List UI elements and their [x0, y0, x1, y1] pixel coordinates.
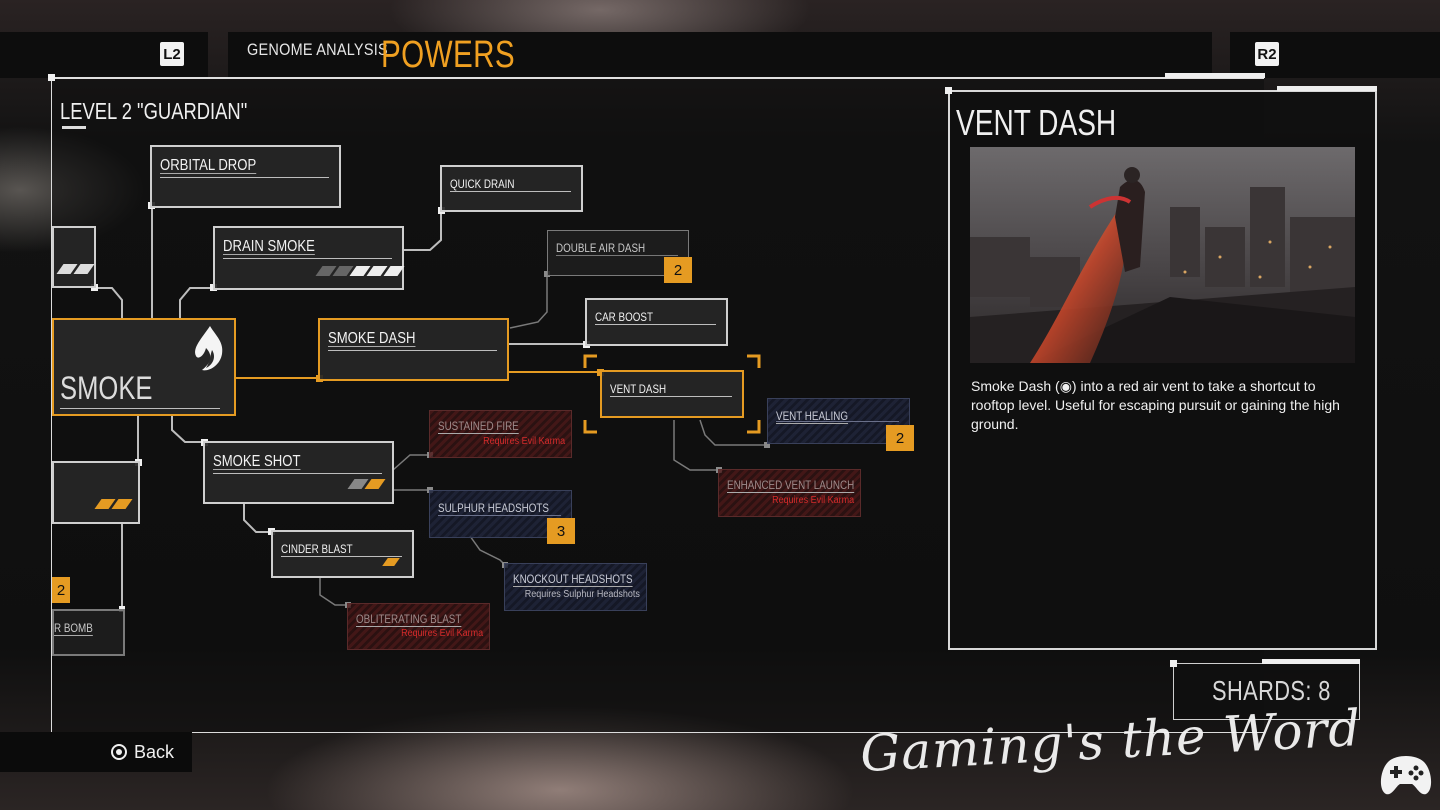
- progress-stripes: [56, 264, 95, 274]
- node-underline: [556, 255, 678, 256]
- bottom-bar: [0, 732, 192, 772]
- cost-badge-double-air-dash: 2: [664, 257, 692, 283]
- power-preview-image: [970, 147, 1355, 363]
- partial-cost-badge: 2: [52, 577, 70, 603]
- shards-label: SHARDS: 8: [1212, 675, 1331, 706]
- smoke-flame-icon: [195, 326, 223, 371]
- node-label: ORBITAL DROP: [160, 157, 257, 174]
- node-label: SULPHUR HEADSHOTS: [438, 501, 549, 515]
- node-underline: [438, 515, 561, 516]
- node-underline: [776, 421, 899, 422]
- node-cinder-blast[interactable]: CINDER BLAST: [271, 530, 414, 578]
- partial-node-bomb[interactable]: R BOMB: [52, 609, 125, 656]
- node-label: CAR BOOST: [595, 310, 653, 324]
- node-vent-dash[interactable]: VENT DASH: [600, 370, 744, 418]
- progress-stripes: [315, 266, 405, 276]
- progress-stripes: [382, 558, 400, 568]
- node-orbital-drop[interactable]: ORBITAL DROP: [150, 145, 341, 208]
- panel-corner: [945, 87, 952, 94]
- smoke-core-label: SMOKE: [60, 370, 153, 406]
- gamepad-icon: [1380, 756, 1432, 795]
- top-bar-tabs: [228, 32, 1212, 78]
- requirement-text: Requires Evil Karma: [400, 628, 483, 639]
- shards-tab-accent: [1262, 659, 1360, 664]
- node-drain-smoke[interactable]: DRAIN SMOKE: [213, 226, 405, 290]
- node-label: SMOKE DASH: [328, 330, 416, 347]
- smoke-core-node[interactable]: SMOKE: [52, 318, 236, 416]
- node-enhanced-vent-launch[interactable]: ENHANCED VENT LAUNCH Requires Evil Karma: [718, 469, 861, 517]
- shards-corner: [1170, 660, 1177, 667]
- requirement-text: Requires Evil Karma: [771, 495, 854, 506]
- level-underline: [62, 126, 86, 129]
- node-vent-healing[interactable]: VENT HEALING: [767, 398, 910, 444]
- node-underline: [213, 473, 382, 474]
- partial-node-upper-left[interactable]: [52, 226, 96, 288]
- node-underline: [281, 556, 402, 557]
- cost-badge-sulphur-headshots: 3: [547, 518, 575, 544]
- shards-counter: [1173, 663, 1360, 720]
- node-knockout-headshots[interactable]: KNOCKOUT HEADSHOTS Requires Sulphur Head…: [504, 563, 647, 611]
- frame-corner: [48, 74, 55, 81]
- node-label: OBLITERATING BLAST: [356, 612, 462, 626]
- node-quick-drain[interactable]: QUICK DRAIN: [440, 165, 583, 212]
- node-label: R BOMB: [54, 621, 93, 635]
- node-underline: [450, 191, 571, 192]
- node-label: ENHANCED VENT LAUNCH: [727, 478, 855, 492]
- partial-node-middle-left[interactable]: [52, 461, 140, 524]
- node-car-boost[interactable]: CAR BOOST: [585, 298, 728, 346]
- node-underline: [595, 324, 716, 325]
- node-smoke-shot[interactable]: SMOKE SHOT: [203, 441, 394, 504]
- l2-button[interactable]: L2: [160, 42, 184, 66]
- node-label: DOUBLE AIR DASH: [556, 241, 646, 255]
- node-sustained-fire[interactable]: SUSTAINED FIRE Requires Evil Karma: [429, 410, 572, 458]
- requirement-text: Requires Sulphur Headshots: [524, 589, 640, 600]
- progress-stripes: [94, 499, 133, 509]
- node-label: VENT HEALING: [776, 409, 849, 423]
- node-label: VENT DASH: [610, 382, 667, 396]
- node-label: SUSTAINED FIRE: [438, 419, 519, 433]
- tab-genome-analysis[interactable]: GENOME ANALYSIS: [247, 40, 388, 59]
- tab-powers[interactable]: POWERS: [381, 34, 516, 76]
- progress-stripes: [347, 479, 386, 489]
- r2-button[interactable]: R2: [1255, 42, 1279, 66]
- back-button[interactable]: Back: [134, 742, 175, 762]
- circle-button-icon: [111, 744, 127, 760]
- node-obliterating-blast[interactable]: OBLITERATING BLAST Requires Evil Karma: [347, 603, 490, 650]
- node-underline: [160, 177, 329, 178]
- cost-badge-vent-healing: 2: [886, 425, 914, 451]
- panel-tab-accent: [1165, 73, 1265, 78]
- node-smoke-dash[interactable]: SMOKE DASH: [318, 318, 509, 381]
- requirement-text: Requires Evil Karma: [482, 436, 565, 447]
- detail-description: Smoke Dash (◉) into a red air vent to ta…: [971, 378, 1340, 432]
- detail-title: VENT DASH: [956, 102, 1117, 143]
- node-label: KNOCKOUT HEADSHOTS: [513, 572, 633, 586]
- level-title: LEVEL 2 "GUARDIAN": [60, 98, 248, 124]
- node-label: SMOKE SHOT: [213, 453, 301, 470]
- node-underline: [610, 396, 732, 397]
- node-label: DRAIN SMOKE: [223, 238, 315, 255]
- node-label: QUICK DRAIN: [450, 177, 515, 191]
- node-label: CINDER BLAST: [281, 542, 353, 556]
- node-underline: [223, 258, 392, 259]
- node-underline: [328, 350, 497, 351]
- panel-tab-accent: [1277, 86, 1377, 91]
- node-underline: [60, 408, 220, 409]
